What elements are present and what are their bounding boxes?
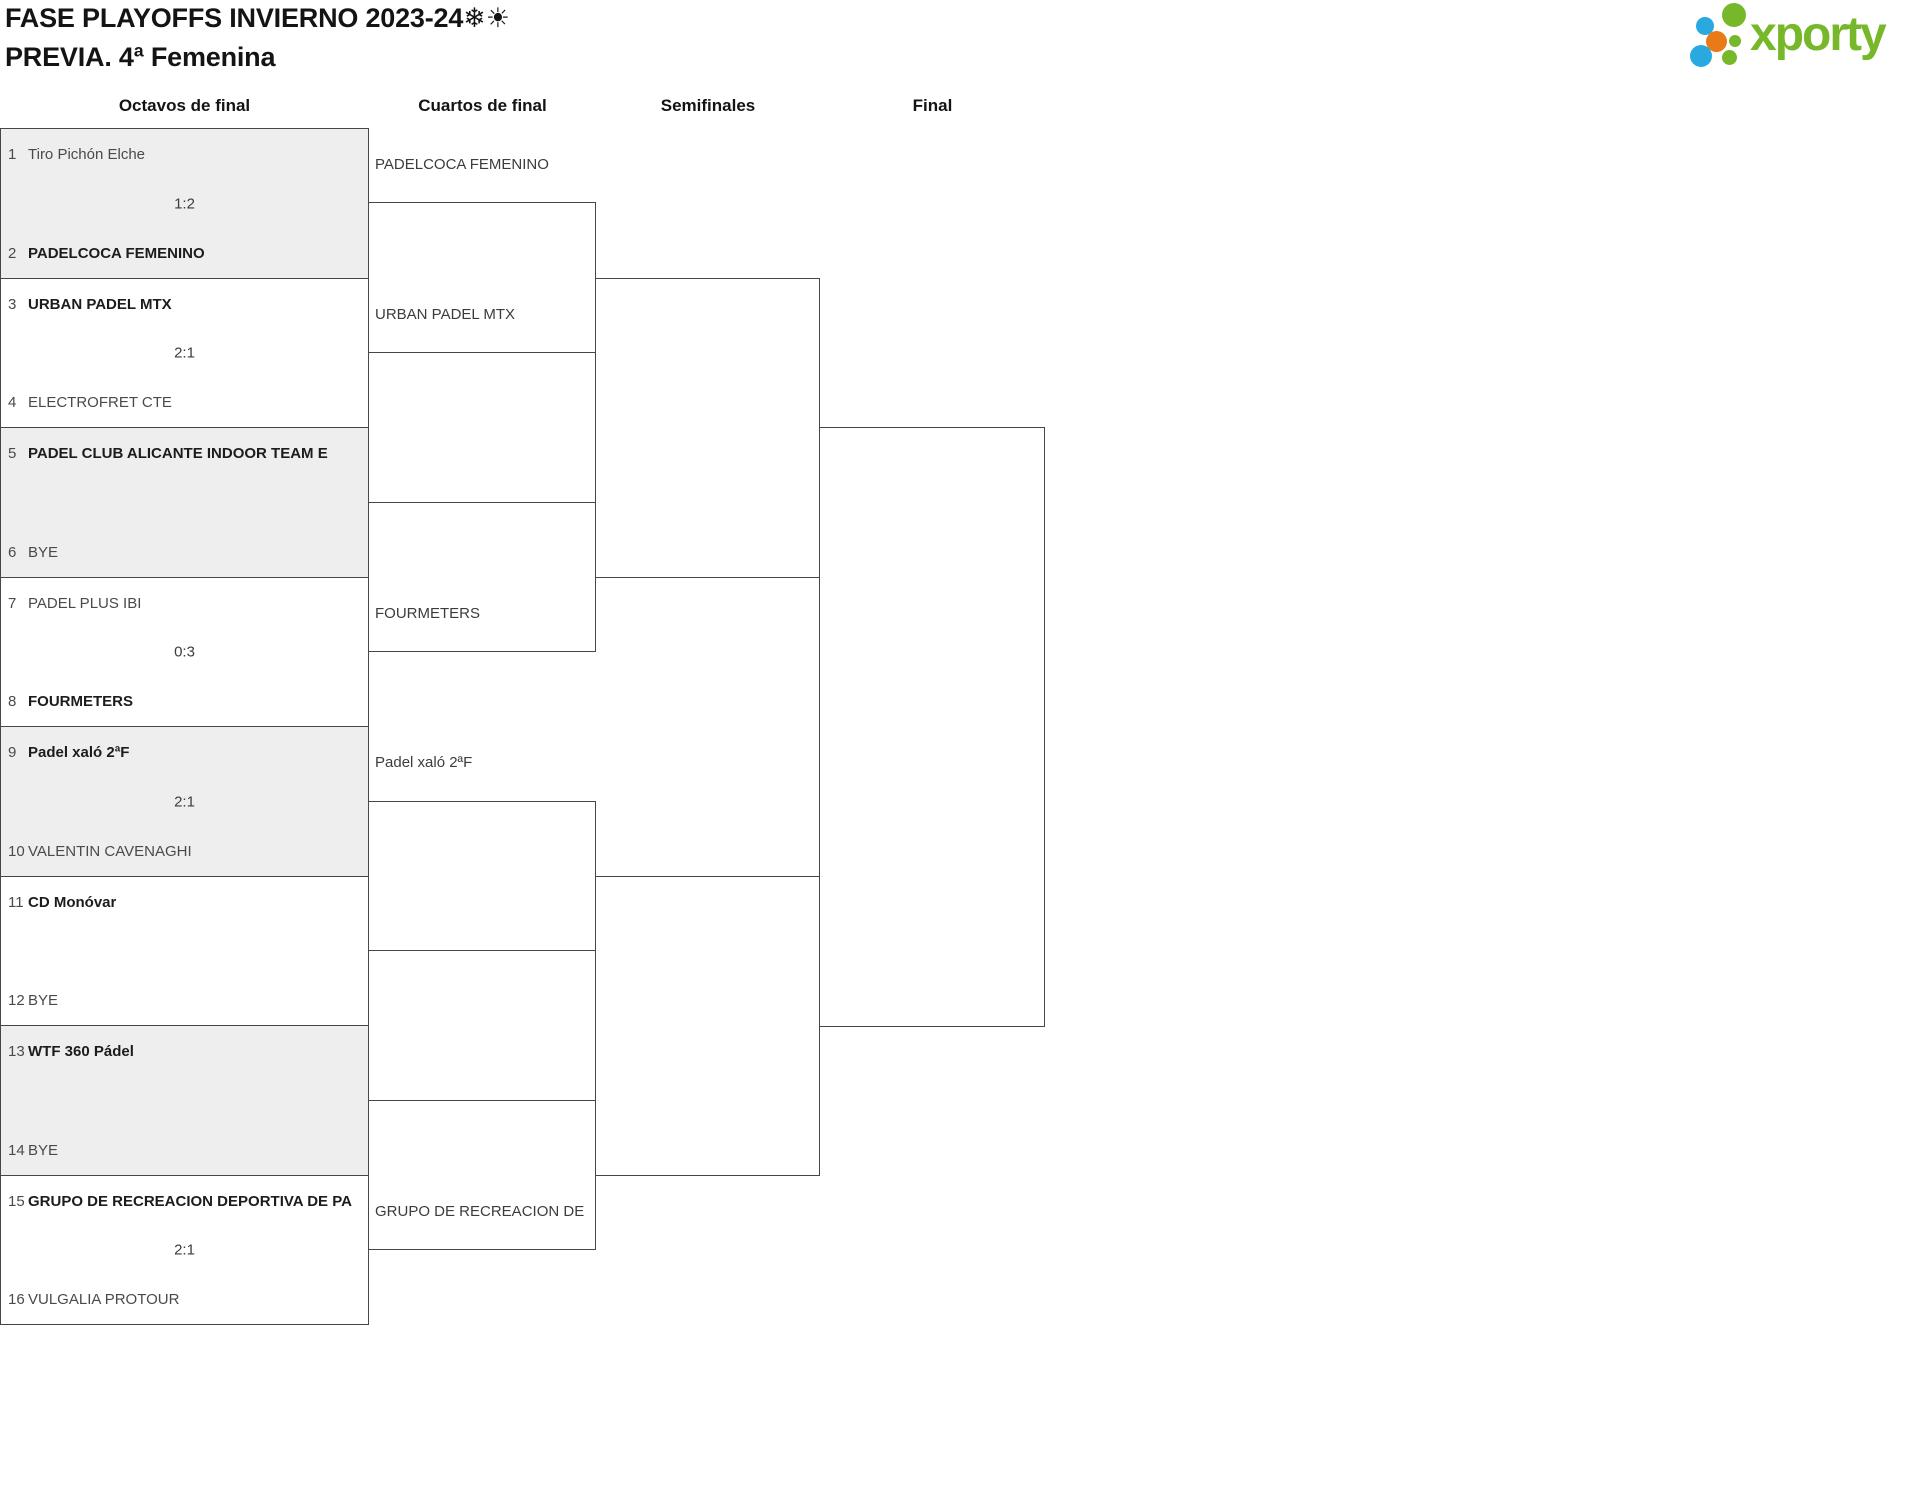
match-box-1: 1 Tiro Pichón Elche 1:2 2 PADELCOCA FEME…: [0, 128, 369, 279]
match-score: 2:1: [174, 344, 195, 362]
logo-dot-green-small: [1722, 50, 1737, 65]
seed-number: 7: [8, 594, 17, 612]
quarterfinal-connector-1: [368, 202, 596, 353]
match-box-2: 3 URBAN PADEL MTX 2:1 4 ELECTROFRET CTE: [0, 278, 369, 428]
team-name: FOURMETERS: [28, 692, 133, 710]
seed-number: 1: [8, 145, 17, 163]
logo-dots-icon: [1688, 2, 1750, 72]
final-connector: [819, 427, 1045, 1027]
seed-number: 2: [8, 244, 17, 262]
team-row: 2 PADELCOCA FEMENINO: [1, 240, 368, 266]
advancer-label: Padel xaló 2ªF: [375, 754, 473, 771]
seed-number: 14: [8, 1141, 25, 1159]
seed-number: 13: [8, 1042, 25, 1060]
xporty-logo[interactable]: xporty: [1688, 2, 1914, 74]
team-name: GRUPO DE RECREACION DEPORTIVA DE PA: [28, 1192, 352, 1210]
team-row: 10 VALENTIN CAVENAGHI: [1, 838, 368, 864]
team-name: BYE: [28, 1141, 59, 1159]
team-row: 7 PADEL PLUS IBI: [1, 590, 368, 616]
seed-number: 4: [8, 393, 17, 411]
team-name: WTF 360 Pádel: [28, 1042, 134, 1060]
round-header-octavos: Octavos de final: [118, 96, 251, 115]
page-subtitle: PREVIA. 4ª Femenina: [5, 42, 276, 72]
team-row: 13 WTF 360 Pádel: [1, 1038, 368, 1064]
team-row: 9 Padel xaló 2ªF: [1, 739, 368, 765]
team-row: 5 PADEL CLUB ALICANTE INDOOR TEAM E: [1, 440, 368, 466]
advancer-label: PADELCOCA FEMENINO: [375, 156, 549, 173]
match-score: 1:2: [174, 195, 195, 212]
team-name: ELECTROFRET CTE: [28, 393, 172, 411]
match-score: 2:1: [174, 793, 195, 810]
quarterfinal-connector-4: [368, 1100, 596, 1250]
advancer-label: URBAN PADEL MTX: [375, 306, 516, 323]
advancer-label: FOURMETERS: [375, 605, 480, 622]
match-box-6: 11 CD Monóvar 12 BYE: [0, 876, 369, 1026]
team-row: 4 ELECTROFRET CTE: [1, 389, 368, 415]
team-name: URBAN PADEL MTX: [28, 295, 172, 313]
team-name: Tiro Pichón Elche: [28, 145, 145, 163]
team-name: VULGALIA PROTOUR: [28, 1290, 180, 1308]
quarterfinal-connector-3: [368, 801, 596, 951]
logo-dot-green-large: [1722, 3, 1746, 27]
seed-number: 16: [8, 1290, 25, 1308]
team-name: PADEL PLUS IBI: [28, 594, 142, 612]
team-row: 14 BYE: [1, 1137, 368, 1163]
match-score: 0:3: [174, 643, 195, 661]
seed-number: 6: [8, 543, 17, 561]
match-box-7: 13 WTF 360 Pádel 14 BYE: [0, 1025, 369, 1176]
seed-number: 8: [8, 692, 17, 710]
logo-dot-orange: [1706, 31, 1727, 52]
semifinal-connector-1: [595, 278, 820, 578]
team-row: 8 FOURMETERS: [1, 688, 368, 714]
page-title: FASE PLAYOFFS INVIERNO 2023-24❄☀: [5, 3, 510, 33]
team-name: PADELCOCA FEMENINO: [28, 244, 205, 262]
team-name: BYE: [28, 991, 59, 1009]
team-row: 1 Tiro Pichón Elche: [1, 141, 368, 167]
team-name: PADEL CLUB ALICANTE INDOOR TEAM E: [28, 444, 328, 462]
round-header-semifinales: Semifinales: [660, 96, 756, 115]
advancer-label: GRUPO DE RECREACION DE: [375, 1203, 585, 1220]
round-header-cuartos: Cuartos de final: [418, 96, 547, 115]
match-score: 2:1: [174, 1241, 195, 1259]
team-row: 3 URBAN PADEL MTX: [1, 291, 368, 317]
match-box-4: 7 PADEL PLUS IBI 0:3 8 FOURMETERS: [0, 577, 369, 727]
team-name: BYE: [28, 543, 59, 561]
logo-dot-blue-small: [1696, 17, 1714, 35]
team-row: 16 VULGALIA PROTOUR: [1, 1286, 368, 1312]
team-row: 15 GRUPO DE RECREACION DEPORTIVA DE PA: [1, 1188, 368, 1214]
logo-dot-green-medium: [1729, 35, 1741, 47]
quarterfinal-connector-2: [368, 502, 596, 652]
semifinal-connector-2: [595, 876, 820, 1176]
seed-number: 12: [8, 991, 25, 1009]
seed-number: 15: [8, 1192, 25, 1210]
page-header: FASE PLAYOFFS INVIERNO 2023-24❄☀ PREVIA.…: [5, 0, 510, 77]
team-row: 6 BYE: [1, 539, 368, 565]
team-name: Padel xaló 2ªF: [28, 743, 130, 761]
seed-number: 9: [8, 743, 17, 761]
match-box-3: 5 PADEL CLUB ALICANTE INDOOR TEAM E 6 BY…: [0, 427, 369, 578]
team-row: 12 BYE: [1, 987, 368, 1013]
seed-number: 5: [8, 444, 17, 462]
round-header-final: Final: [912, 96, 953, 115]
logo-dot-blue-large: [1690, 45, 1712, 67]
team-name: CD Monóvar: [28, 893, 117, 911]
seed-number: 11: [8, 893, 24, 911]
team-name: VALENTIN CAVENAGHI: [28, 842, 192, 860]
match-box-5: 9 Padel xaló 2ªF 2:1 10 VALENTIN CAVENAG…: [0, 726, 369, 877]
seed-number: 10: [8, 842, 25, 860]
logo-wordmark: xporty: [1750, 8, 1887, 61]
seed-number: 3: [8, 295, 17, 313]
team-row: 11 CD Monóvar: [1, 889, 368, 915]
match-box-8: 15 GRUPO DE RECREACION DEPORTIVA DE PA 2…: [0, 1175, 369, 1325]
